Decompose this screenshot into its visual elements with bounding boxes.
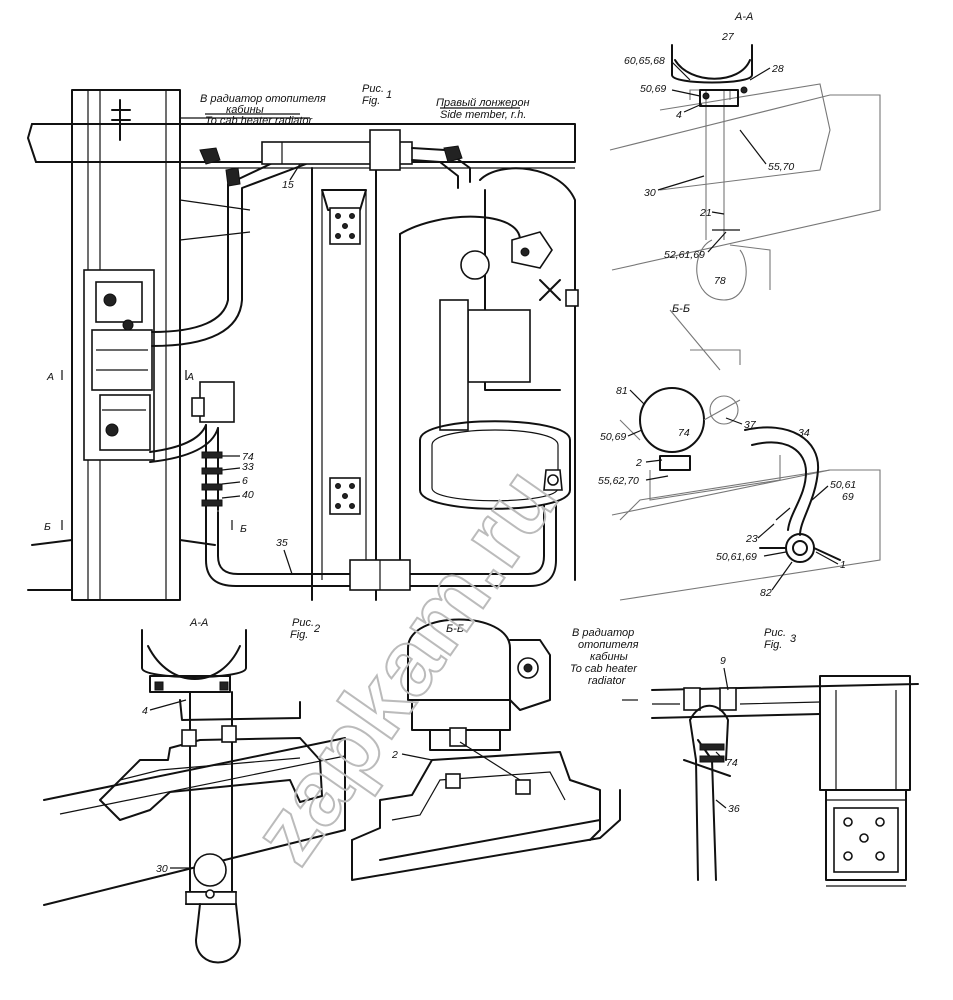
- fig3-label-en: Fig.: [764, 639, 782, 651]
- aa-bottom-callout-30: 30: [156, 863, 168, 875]
- section-aa-bottom-view: [43, 629, 346, 964]
- bb-right-callout-34: 34: [798, 427, 810, 439]
- fig2-number: 2: [313, 623, 320, 635]
- aa-top-callout-60-65-68: 60,65,68: [624, 55, 665, 67]
- bb-bottom-callout-2: 2: [391, 749, 398, 761]
- fig3-callout-9: 9: [720, 655, 726, 667]
- bb-right-callout-82: 82: [760, 587, 772, 599]
- aa-top-callout-55-70: 55,70: [768, 161, 794, 173]
- fig3-callout-74: 74: [726, 757, 738, 769]
- fig1-callout-74: 74: [242, 451, 254, 463]
- fig3-heater-caption-ru-2: отопителя: [578, 639, 639, 651]
- heater-caption-ru-1: В радиатор отопителя: [200, 93, 326, 105]
- fig1-callout-33: 33: [242, 461, 254, 473]
- section-bb-bottom-view: [351, 618, 621, 881]
- section-aa-top-title: А-А: [734, 11, 753, 23]
- bb-right-callout-2: 2: [635, 457, 642, 469]
- fig1-callout-40: 40: [242, 489, 254, 501]
- side-member-caption-en: Side member, r.h.: [440, 109, 526, 121]
- aa-top-callout-21: 21: [699, 207, 712, 219]
- fig2-label-ru: Рис.: [292, 617, 314, 629]
- bb-right-callout-1: 1: [840, 559, 846, 571]
- fig3-callout-36: 36: [728, 803, 740, 815]
- bb-right-callout-81: 81: [616, 385, 628, 397]
- heater-caption-ru-2: кабины: [226, 104, 264, 116]
- aa-top-callout-28: 28: [771, 63, 784, 75]
- section-aa-top-view: [609, 44, 881, 301]
- aa-bottom-callout-4: 4: [142, 705, 148, 717]
- bb-right-callout-55-62-70: 55,62,70: [598, 475, 639, 487]
- fig3-heater-caption-ru-1: В радиатор: [572, 627, 634, 639]
- bb-right-callout-23: 23: [745, 533, 758, 545]
- fig3-number: 3: [790, 633, 797, 645]
- bb-right-callout-74: 74: [678, 427, 690, 439]
- fig3-heater-caption-ru-3: кабины: [590, 651, 628, 663]
- fig3-heater-caption-en-2: radiator: [588, 675, 627, 687]
- fig3-heater-caption-en-1: To cab heater: [570, 663, 638, 675]
- fig1-label-en: Fig.: [362, 95, 380, 107]
- fig1-number: 1: [386, 89, 392, 101]
- section-bb-right-view: [611, 309, 881, 601]
- heater-caption-en: To cab heater radiator: [205, 115, 314, 127]
- section-mark-a-right: А: [186, 371, 194, 383]
- section-aa-bottom-title: А-А: [189, 617, 208, 629]
- section-mark-b-left: Б: [44, 521, 51, 533]
- section-mark-a-left: А: [46, 371, 54, 383]
- aa-top-callout-4: 4: [676, 109, 682, 121]
- fig1-label-ru: Рис.: [362, 83, 384, 95]
- figure-3-view: [622, 675, 919, 887]
- aa-top-callout-27: 27: [721, 31, 735, 43]
- fig1-callout-15: 15: [282, 179, 294, 191]
- bb-right-callout-50-61-69: 50,61,69: [716, 551, 757, 563]
- side-member-caption-ru: Правый лонжерон: [436, 97, 530, 109]
- fig1-callout-6: 6: [242, 475, 248, 487]
- aa-top-callout-52-61-69: 52,61,69: [664, 249, 705, 261]
- fig2-label-en: Fig.: [290, 629, 308, 641]
- bb-right-callout-37: 37: [744, 419, 757, 431]
- section-bb-right-title: Б-Б: [672, 303, 690, 315]
- figure-1-plan-view: [27, 89, 579, 601]
- aa-top-callout-50-69: 50,69: [640, 83, 666, 95]
- bb-right-callout-69: 69: [842, 491, 854, 503]
- section-mark-b-right: Б: [240, 523, 247, 535]
- bb-right-callout-50-61: 50,61: [830, 479, 856, 491]
- aa-top-callout-78: 78: [714, 275, 726, 287]
- fig3-label-ru: Рис.: [764, 627, 786, 639]
- aa-top-callout-30: 30: [644, 187, 656, 199]
- bb-right-callout-50-69: 50,69: [600, 431, 626, 443]
- section-bb-bottom-title: Б-Б: [446, 623, 464, 635]
- fig1-callout-35: 35: [276, 537, 288, 549]
